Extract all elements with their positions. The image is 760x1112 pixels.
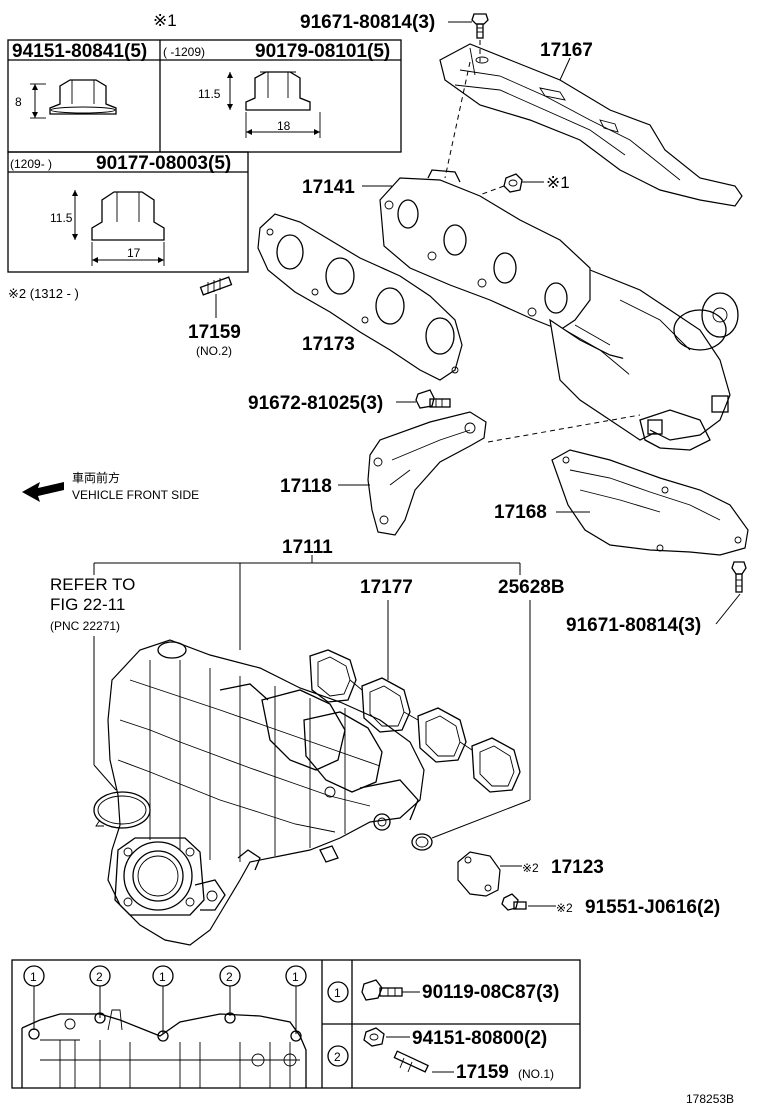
inset-note1-mark: ※1 (153, 11, 177, 30)
nut-spec-inset-c: (1209- ) 90177-08003(5) 11.5 17 (7, 151, 249, 273)
inset-b-label: 90179-08101(5) (255, 41, 390, 62)
label-17173: 17173 (302, 334, 355, 355)
label-17111: 17111 (282, 537, 333, 558)
callout-2b: 2 (226, 970, 233, 984)
bolt-91672-icon (415, 389, 451, 409)
front-arrow-icon (22, 482, 64, 502)
flange-nut-a-icon (30, 79, 117, 119)
label-91672: 91672-81025(3) (248, 393, 383, 414)
label-25628B: 25628B (498, 577, 565, 598)
heat-insulator-lower-icon (551, 449, 749, 556)
callout-1b: 1 (159, 970, 166, 984)
figure-id: 178253B (686, 1092, 734, 1106)
direction-en: VEHICLE FRONT SIDE (72, 488, 199, 502)
inset-c-width: 17 (127, 246, 141, 260)
bolt-90119-icon (361, 979, 403, 1001)
label-91671-bottom: 91671-80814(3) (566, 615, 701, 636)
label-17141: 17141 (302, 177, 355, 198)
refer-line2: FIG 22-11 (50, 595, 125, 614)
refer-line3: (PNC 22271) (50, 619, 120, 633)
callout-1c: 1 (292, 970, 299, 984)
flange-nut-c-icon (72, 190, 165, 266)
direction-jp: 車両前方 (72, 470, 120, 485)
label-17123: 17123 (551, 857, 604, 878)
table-row2-part-b-no: (NO.1) (518, 1067, 554, 1081)
label-91551-note: ※2 (556, 901, 573, 915)
table-row2-no: 2 (334, 1050, 341, 1064)
label-17167: 17167 (540, 40, 593, 61)
label-17177: 17177 (360, 577, 413, 598)
nut-icon (503, 173, 523, 193)
inset-c-range: (1209- ) (10, 157, 52, 171)
label-17118: 17118 (280, 476, 332, 497)
o-ring-icon (411, 833, 433, 851)
callout-1a: 1 (30, 970, 37, 984)
callout-2a: 2 (96, 970, 103, 984)
inset-c-height: 11.5 (50, 211, 73, 225)
table-row2-part-b: 17159 (456, 1062, 509, 1083)
flange-nut-b-icon (227, 71, 321, 138)
nut-94151-icon (363, 1027, 385, 1047)
intake-gasket-icon (309, 649, 521, 793)
inset-b-height: 11.5 (198, 87, 221, 101)
bolt-91671-bottom-icon (731, 561, 747, 593)
stud-17159-icon (393, 1050, 429, 1073)
label-17168: 17168 (494, 502, 547, 523)
label-17159-no2: 17159 (188, 322, 241, 343)
inset-b-range: ( -1209) (163, 45, 205, 59)
inset-note2: ※2 (1312 - ) (8, 286, 79, 301)
stud-bolt-icon (199, 276, 233, 296)
table-row1-part: 90119-08C87(3) (422, 982, 559, 1003)
nut-spec-inset: 94151-80841(5) ( -1209) 90179-08101(5) 8 (7, 39, 402, 153)
label-nut-note1: ※1 (546, 173, 570, 192)
table-row1-no: 1 (334, 986, 341, 1000)
label-91671-top: 91671-80814(3) (300, 12, 435, 33)
manifold-stay-icon (367, 411, 487, 536)
inset-a-dim: 8 (15, 95, 22, 109)
heat-insulator-upper-icon (439, 43, 743, 207)
refer-line1: REFER TO (50, 575, 135, 594)
intake-manifold-icon (107, 639, 425, 946)
table-row2-part-a: 94151-80800(2) (412, 1028, 547, 1049)
label-91551: 91551-J0616(2) (585, 897, 720, 918)
bolt-91671-top-icon (471, 13, 489, 39)
cover-plate-icon (457, 851, 501, 897)
throttle-gasket-icon (93, 791, 151, 829)
inset-b-width: 18 (277, 119, 291, 133)
label-17159-no2-sub: (NO.2) (196, 344, 232, 358)
fastener-layout-table (11, 959, 581, 1089)
inset-c-label: 90177-08003(5) (96, 153, 231, 174)
bolt-91551-icon (501, 893, 527, 911)
inset-a-label: 94151-80841(5) (12, 41, 147, 62)
exhaust-gasket-icon (257, 213, 463, 381)
label-17123-note: ※2 (522, 861, 539, 875)
exhaust-manifold-icon (379, 169, 739, 451)
